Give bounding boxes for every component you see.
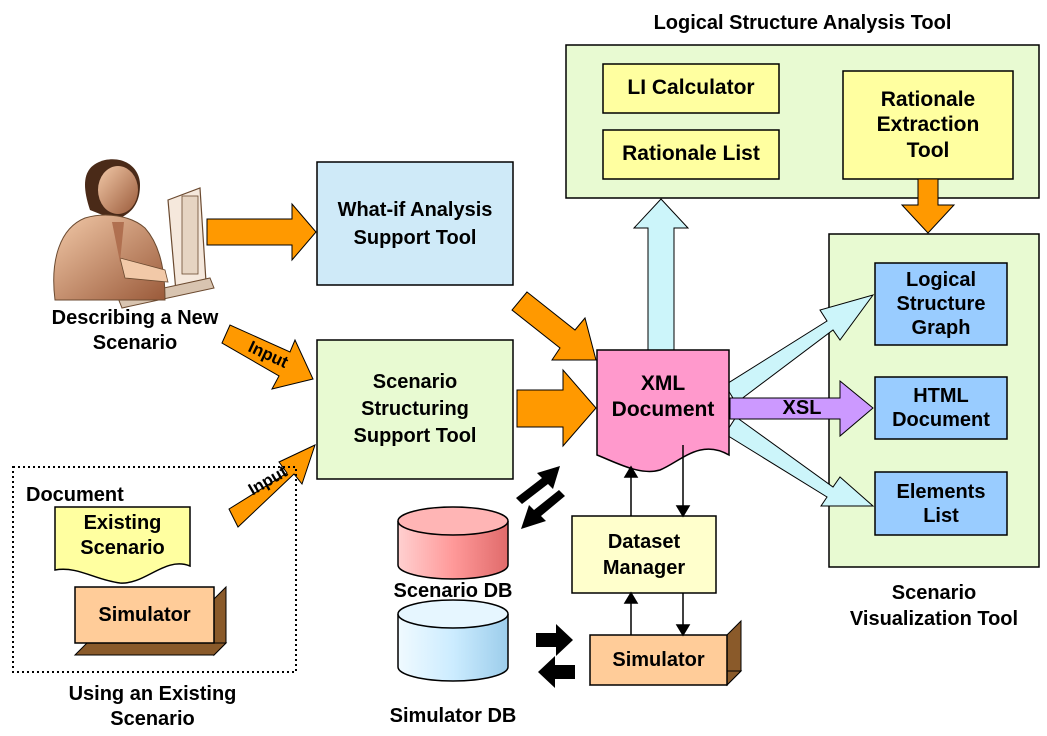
rationale-list-label: Rationale List — [622, 142, 760, 166]
document-label: Document — [26, 483, 124, 506]
using-existing-scenario-label: Using an Existing Scenario — [68, 683, 237, 730]
exchange-arrow-db-down — [521, 490, 565, 529]
existing-scenario-label: Existing Scenario — [80, 512, 165, 559]
logical-structure-graph-label: Logical Structure Graph — [896, 269, 986, 339]
person-at-computer-icon — [53, 159, 215, 309]
arrow-xsl — [729, 379, 874, 438]
scenario-db-label: Scenario DB — [393, 579, 513, 602]
dataset-manager-label: Dataset Manager — [602, 530, 686, 579]
arrow-xml-to-graph — [724, 294, 875, 404]
rationale-extraction-label: Rationale Extraction Tool — [876, 88, 980, 162]
elements-list-box — [874, 471, 1008, 536]
xsl-label: XSL — [782, 396, 822, 419]
rationale-extraction-box — [842, 70, 1014, 180]
rationale-list-box — [602, 129, 780, 180]
structuring-label: Scenario Structuring Support Tool — [353, 371, 477, 447]
what-if-label: What-if Analysis Support Tool — [337, 198, 493, 249]
simulator-left-bottom — [73, 642, 228, 656]
arrow-extraction-to-visualization — [900, 178, 956, 234]
exchange-arrow-sim-left — [538, 656, 575, 688]
elements-list-label: Elements List — [896, 480, 986, 527]
simulator-right-box — [589, 634, 728, 686]
simulator-right-label: Simulator — [612, 648, 705, 671]
xml-document-shape — [596, 349, 730, 473]
simulator-db-label: Simulator DB — [389, 704, 517, 727]
what-if-box — [316, 161, 514, 286]
connectors — [623, 445, 691, 637]
structuring-box — [316, 339, 514, 480]
visualization-tool-label: Scenario Visualization Tool — [849, 582, 1019, 630]
arrow-structuring-to-xml — [516, 368, 597, 448]
logical-structure-graph-box — [874, 262, 1008, 346]
exchange-arrow-sim-right — [536, 624, 573, 656]
simulator-left-box — [74, 586, 215, 644]
simulator-left-label: Simulator — [98, 603, 191, 626]
arrow-input-new — [221, 324, 314, 390]
describing-new-scenario-label: Describing a New Scenario — [51, 307, 219, 354]
arrow-xml-to-analysis — [632, 198, 690, 351]
dataset-manager-box — [571, 515, 717, 594]
arrow-input-existing — [228, 444, 316, 528]
exchange-arrow-db-up — [516, 466, 560, 504]
analysis-tool-title: Logical Structure Analysis Tool — [653, 11, 952, 34]
xml-document-label: XML Document — [611, 371, 715, 421]
li-calculator-box — [602, 63, 780, 114]
simulator-db-icon — [397, 599, 509, 682]
arrow-xml-to-elements — [724, 416, 875, 507]
html-document-box — [874, 376, 1008, 440]
arrow-what-if-to-xml — [511, 291, 597, 361]
arrow-user-to-what-if — [206, 202, 317, 262]
scenario-db-icon — [397, 506, 509, 580]
html-document-label: HTML Document — [892, 385, 990, 431]
existing-scenario-document — [54, 506, 191, 584]
li-calculator-label: LI Calculator — [627, 76, 755, 100]
existing-scenario-region — [12, 466, 297, 673]
